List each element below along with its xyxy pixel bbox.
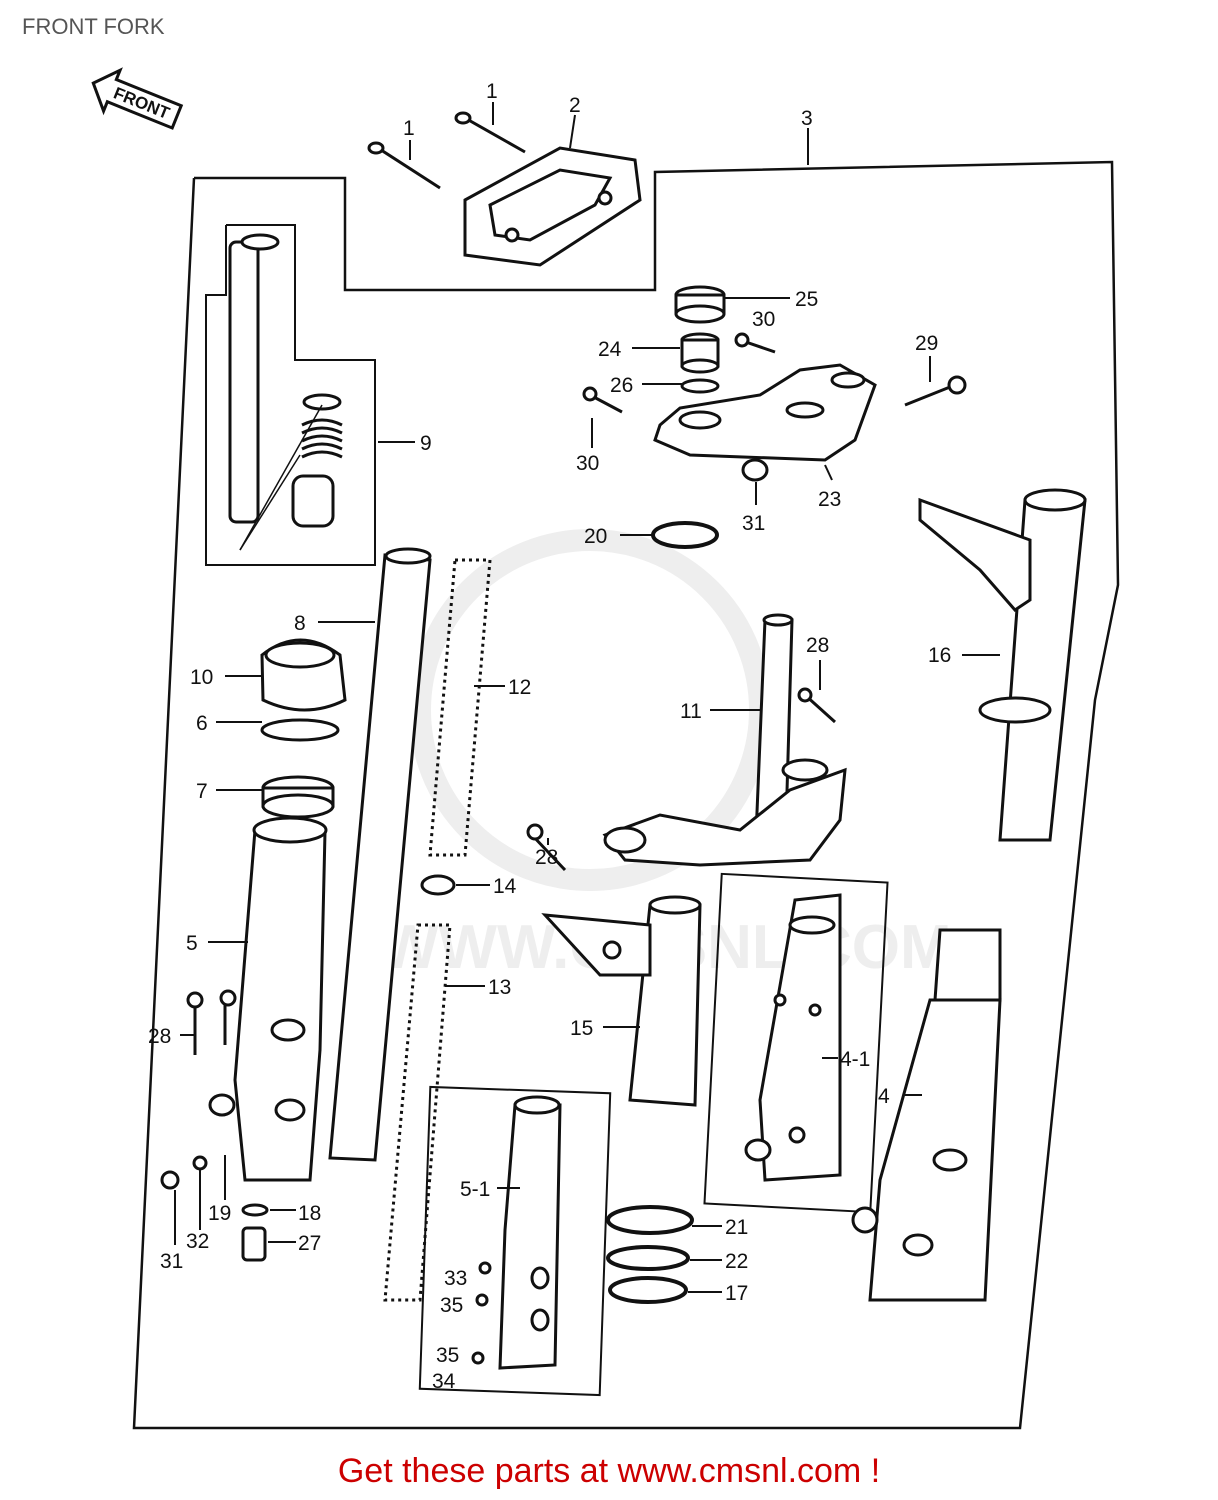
- seal-20-icon: [651, 521, 719, 549]
- leader-lines: [174, 102, 1000, 1293]
- headlight-bracket-15-icon: [541, 895, 702, 1107]
- label-21: 21: [725, 1216, 748, 1239]
- front-fork-diagram: WWW.CMSNL.COM FRONT: [91, 67, 1120, 1430]
- label-1: 1: [403, 117, 415, 140]
- label-11: 11: [680, 700, 702, 723]
- label-30: 30: [752, 308, 775, 331]
- label-5-1: 5-1: [460, 1178, 490, 1201]
- label-32: 32: [186, 1230, 209, 1253]
- fork-leg-4-icon: [851, 998, 1002, 1302]
- small-hardware-icon: [160, 989, 269, 1262]
- label-4-1: 4-1: [840, 1048, 870, 1071]
- label-23: 23: [818, 488, 841, 511]
- washer-14-icon: [420, 874, 456, 896]
- label-28: 28: [148, 1025, 171, 1048]
- label-28: 28: [535, 846, 558, 869]
- label-8: 8: [294, 612, 306, 635]
- label-33: 33: [444, 1267, 467, 1290]
- label-19: 19: [208, 1202, 231, 1225]
- label-28: 28: [806, 634, 829, 657]
- label-29: 29: [915, 332, 938, 355]
- label-25: 25: [795, 288, 818, 311]
- assembly-boundary: [132, 160, 1120, 1430]
- label-12: 12: [508, 676, 531, 699]
- upper-bracket-icon: [653, 363, 877, 482]
- group-box-9: [205, 224, 376, 566]
- label-16: 16: [928, 644, 951, 667]
- label-6: 6: [196, 712, 208, 735]
- label-5: 5: [186, 932, 198, 955]
- label-3: 3: [801, 107, 813, 130]
- label-18: 18: [298, 1202, 321, 1225]
- label-27: 27: [298, 1232, 321, 1255]
- handlebar-clamp-icon: [463, 146, 642, 267]
- label-4: 4: [878, 1085, 890, 1108]
- group-box-4-1: [703, 872, 889, 1214]
- fork-top-parts-icon: [582, 285, 967, 414]
- label-34: 34: [432, 1370, 456, 1393]
- fork-leg-16-icon: [918, 488, 1087, 1002]
- label-30: 30: [576, 452, 599, 475]
- spring-12-icon: [428, 558, 492, 857]
- spring-13-icon: [383, 923, 452, 1302]
- page-title: FRONT FORK: [22, 14, 165, 39]
- label-14: 14: [493, 875, 517, 898]
- bolt-icon: [367, 111, 526, 190]
- label-10: 10: [190, 666, 213, 689]
- label-31: 31: [160, 1250, 183, 1273]
- front-arrow-icon: FRONT: [91, 67, 184, 130]
- outer-tube-5-icon: [208, 816, 328, 1182]
- part-labels: 1 1 2 3 25 30 24 26 30 29 23 31 20 9 8 1…: [148, 80, 951, 1393]
- label-24: 24: [598, 338, 622, 361]
- label-2: 2: [569, 94, 581, 117]
- outer-tube-5-1-icon: [471, 1095, 562, 1370]
- dust-seal-parts-icon: [260, 638, 347, 819]
- label-9: 9: [420, 432, 432, 455]
- outer-tube-4-1-icon: [744, 893, 842, 1182]
- footer-link[interactable]: Get these parts at www.cmsnl.com !: [337, 1452, 881, 1490]
- label-35: 35: [436, 1344, 459, 1367]
- label-1: 1: [486, 80, 498, 103]
- label-13: 13: [488, 976, 511, 999]
- label-7: 7: [196, 780, 208, 803]
- damper-group-icon: [228, 233, 343, 551]
- steering-stem-icon: [526, 613, 847, 872]
- label-26: 26: [610, 374, 633, 397]
- label-20: 20: [584, 525, 607, 548]
- label-35: 35: [440, 1294, 463, 1317]
- label-31: 31: [742, 512, 765, 535]
- inner-tube-icon: [328, 547, 432, 1162]
- label-17: 17: [725, 1282, 748, 1305]
- seal-set-icon: [606, 1205, 694, 1304]
- label-15: 15: [570, 1017, 593, 1040]
- label-22: 22: [725, 1250, 748, 1273]
